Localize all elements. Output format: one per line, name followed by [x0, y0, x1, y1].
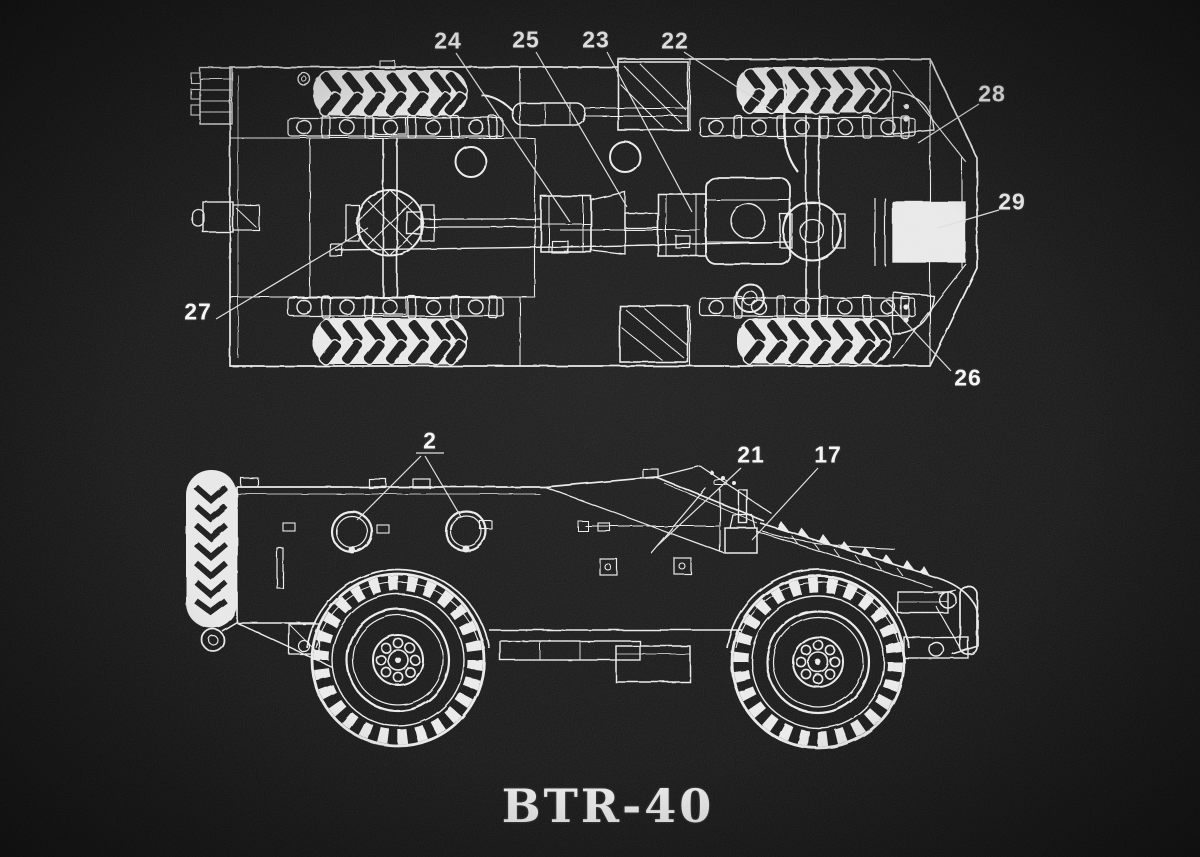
- plan-view-drawing: [190, 58, 978, 367]
- callout-17: 17: [814, 441, 842, 468]
- callout-24: 24: [434, 27, 462, 54]
- leaf-spring-row: [699, 115, 916, 139]
- front-nose: [897, 577, 979, 659]
- firing-port: [330, 510, 374, 554]
- callout-29: 29: [998, 188, 1026, 215]
- plan-tire-front-left: [736, 65, 894, 116]
- running-board: [499, 640, 691, 683]
- engine-hood: [755, 521, 939, 588]
- callout-28: 28: [978, 80, 1006, 107]
- callout-27: 27: [184, 298, 212, 325]
- front-axle-differential: [345, 117, 435, 315]
- floor-hatch: [455, 146, 487, 178]
- front-tow-hook: [928, 641, 944, 657]
- spare-wheel-mount-plan: [190, 67, 233, 125]
- plan-tire-rear-left: [312, 68, 470, 119]
- firing-port: [444, 509, 488, 553]
- driver-periscope: [724, 489, 758, 554]
- callout-2: 2: [423, 427, 437, 454]
- callout-26: 26: [954, 364, 982, 391]
- callout-22: 22: [661, 27, 689, 54]
- spare-tire: [186, 470, 237, 628]
- leaf-spring-row: [699, 295, 916, 319]
- plan-tire-rear-right: [312, 316, 470, 367]
- leaf-spring-row: [287, 295, 504, 319]
- radiator-box: [617, 61, 689, 363]
- floor-hatch: [609, 141, 641, 173]
- poster-title: BTR-40: [501, 779, 715, 833]
- rear-wheel: [312, 574, 484, 746]
- tow-pintle-plan: [191, 201, 260, 233]
- front-wheel: [732, 576, 904, 748]
- callout-23: 23: [582, 26, 610, 53]
- side-view-drawing: [186, 465, 979, 748]
- plan-tire-front-right: [736, 316, 894, 367]
- fuel-tank-box: [892, 201, 966, 263]
- callout-25: 25: [512, 26, 540, 53]
- leaf-spring-row: [287, 115, 504, 139]
- callout-21: 21: [737, 441, 765, 468]
